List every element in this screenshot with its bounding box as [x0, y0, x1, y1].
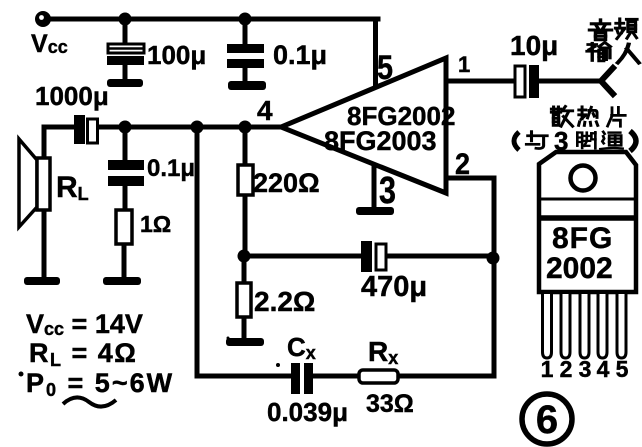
svg-text:8FG: 8FG — [552, 222, 613, 255]
svg-text:Vcc: Vcc — [31, 30, 68, 58]
svg-text:4: 4 — [597, 356, 610, 382]
svg-text:100μ: 100μ — [147, 40, 206, 70]
svg-text:4: 4 — [257, 95, 273, 126]
svg-text:0.039μ: 0.039μ — [267, 397, 348, 427]
svg-text:470μ: 470μ — [361, 271, 427, 303]
svg-text:33Ω: 33Ω — [366, 390, 414, 418]
svg-text:RL: RL — [56, 171, 89, 204]
svg-text:1000μ: 1000μ — [35, 81, 109, 111]
svg-text:8FG2002: 8FG2002 — [347, 101, 455, 131]
svg-text:1Ω: 1Ω — [140, 211, 171, 237]
svg-text:2: 2 — [560, 356, 573, 382]
svg-text:Vcc = 14V: Vcc = 14V — [26, 309, 143, 339]
svg-text:0.1μ: 0.1μ — [273, 40, 327, 70]
svg-text:2002: 2002 — [546, 252, 613, 285]
svg-text:220Ω: 220Ω — [253, 168, 320, 198]
svg-text:8FG2003: 8FG2003 — [324, 126, 437, 156]
svg-text:5: 5 — [377, 49, 393, 87]
svg-text:RL = 4Ω: RL = 4Ω — [29, 338, 137, 370]
svg-text:10μ: 10μ — [510, 30, 558, 61]
svg-text:0.1μ: 0.1μ — [147, 155, 195, 182]
svg-text:2: 2 — [455, 148, 470, 181]
svg-text:3: 3 — [579, 356, 592, 382]
svg-text:1: 1 — [458, 52, 470, 77]
svg-text:6: 6 — [536, 398, 558, 442]
svg-text:1: 1 — [541, 356, 554, 382]
svg-text:3: 3 — [554, 126, 568, 156]
svg-text:3: 3 — [379, 170, 396, 212]
svg-text:2.2Ω: 2.2Ω — [254, 286, 315, 317]
svg-text:5: 5 — [616, 356, 629, 382]
